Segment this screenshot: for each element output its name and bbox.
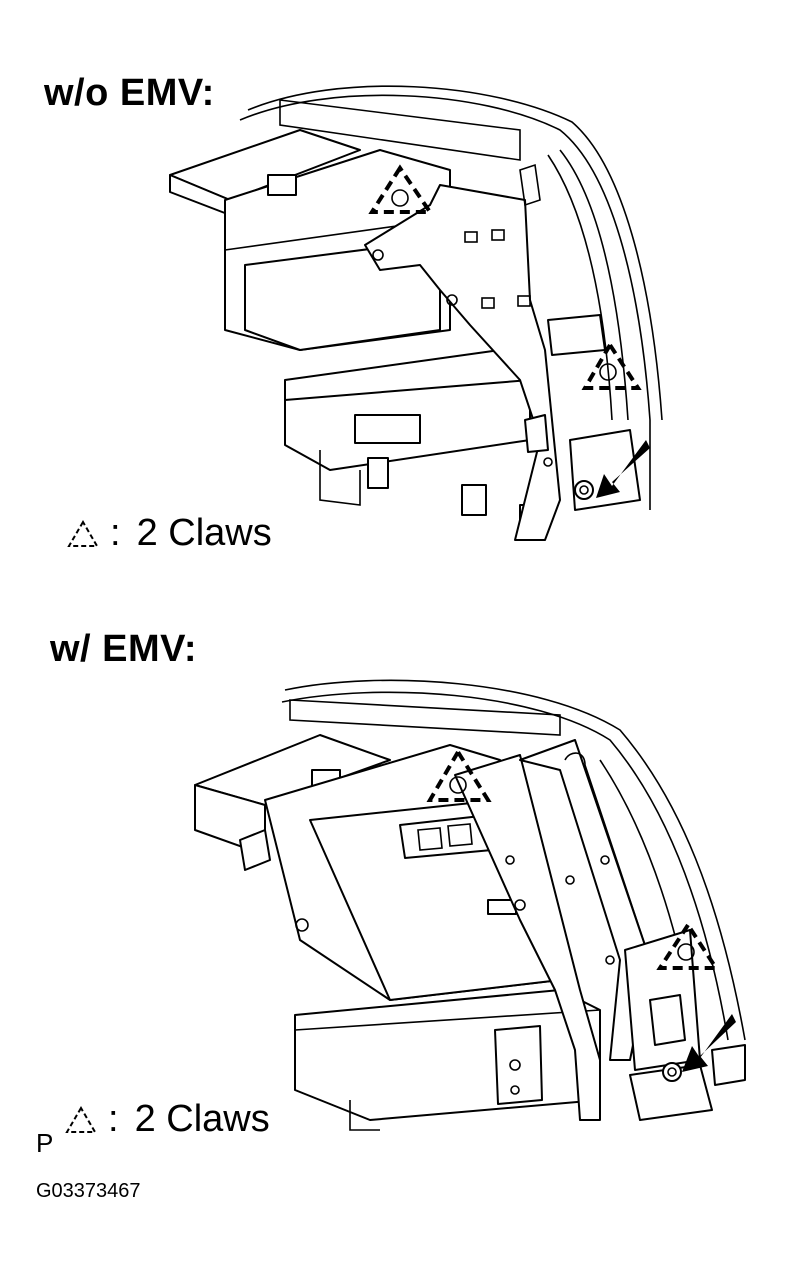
page-mark: P (36, 1128, 54, 1158)
claws-legend-bottom: : 2 Claws (64, 1098, 270, 1141)
claws-legend-top: : 2 Claws (66, 512, 272, 555)
panel-title-with-emv: w/ EMV: (50, 628, 198, 670)
figure-code: G03373467 (36, 1180, 141, 1202)
dashed-triangle-icon (67, 519, 99, 547)
panel-title-without-emv: w/o EMV: (44, 72, 215, 114)
legend-colon: : (108, 1098, 119, 1140)
dashed-triangle-icon (65, 1105, 97, 1133)
legend-colon: : (110, 512, 121, 554)
legend-text: 2 Claws (134, 1098, 270, 1140)
legend-text: 2 Claws (136, 512, 272, 554)
illustration-with-emv (194, 679, 746, 1131)
illustration-without-emv (169, 85, 663, 541)
